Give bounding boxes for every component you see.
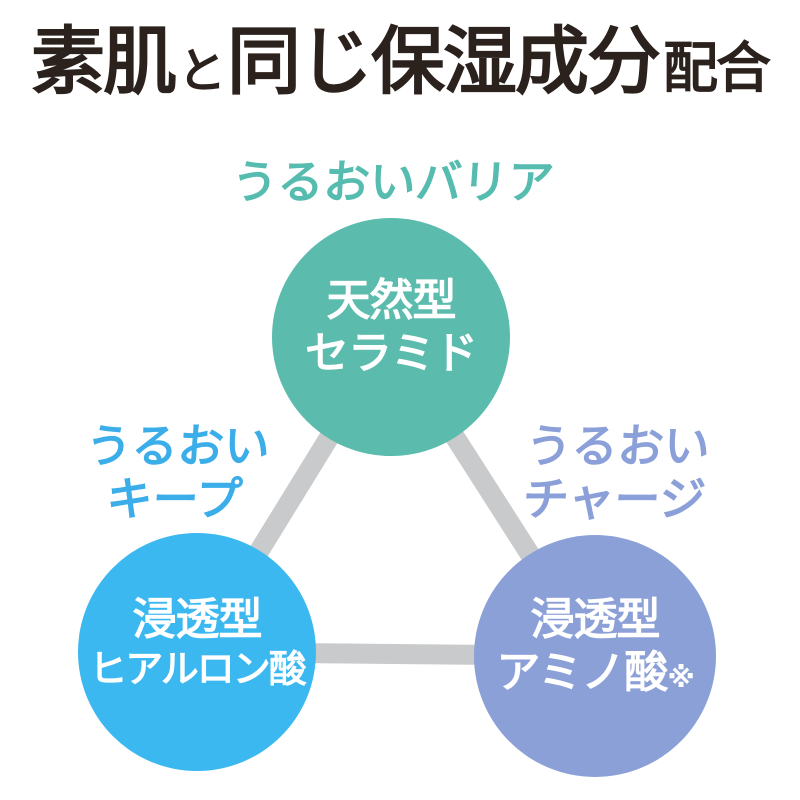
tag-moisture-keep-line2: キープ — [104, 472, 244, 526]
node-penetrating-amino-acid: 浸透型 アミノ酸※ — [474, 535, 716, 777]
tag-moisture-barrier: うるおいバリア — [229, 155, 556, 209]
node-natural-ceramide: 天然型 セラミド — [272, 218, 510, 456]
node-hyaluronic-line2: ヒアルロン酸 — [89, 646, 307, 691]
tag-moisture-keep: うるおい キープ — [44, 419, 307, 526]
tag-moisture-charge-line2: チャージ — [520, 472, 708, 526]
title-segment-bare-skin: 素肌 — [30, 19, 177, 105]
node-penetrating-hyaluronic-acid: 浸透型 ヒアルロン酸 — [78, 533, 316, 771]
tag-moisture-charge-line1: うるおい — [524, 419, 712, 473]
title-segment-to: と — [177, 43, 226, 99]
node-natural-ceramide-line2: セラミド — [305, 328, 478, 379]
node-natural-ceramide-line1: 天然型 — [326, 275, 457, 327]
tag-moisture-charge: うるおい チャージ — [484, 419, 747, 526]
page-title: 素肌 と 同じ保湿成分 配合 — [0, 19, 800, 105]
node-amino-line2: アミノ酸※ — [496, 647, 694, 700]
node-hyaluronic-line1: 浸透型 — [132, 593, 263, 645]
title-segment-same-moisturizing: 同じ保湿成分 — [227, 19, 661, 105]
node-amino-line1: 浸透型 — [530, 594, 661, 646]
footnote-mark: ※ — [667, 661, 694, 694]
tag-moisture-keep-line1: うるおい — [84, 419, 272, 473]
title-segment-formulated: 配合 — [663, 36, 771, 100]
node-amino-line2-text: アミノ酸 — [496, 647, 668, 698]
